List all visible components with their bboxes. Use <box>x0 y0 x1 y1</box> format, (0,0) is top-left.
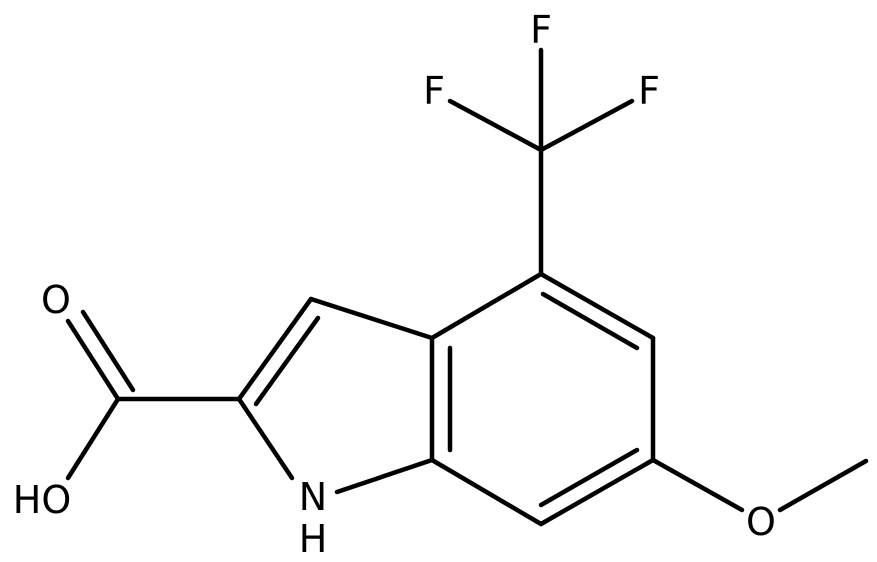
bond-c4-c5 <box>538 271 656 341</box>
atom-label-o-carbonyl: O <box>41 278 71 322</box>
bond-c-o-double-b <box>80 309 136 393</box>
bond-o-ch3 <box>777 458 869 513</box>
atom-label-f-left: F <box>423 69 445 113</box>
atom-label-nh-h: H <box>299 517 328 561</box>
bond-c3a-c3 <box>308 296 435 341</box>
bond-c2-n1 <box>236 396 295 481</box>
atom-label-f-top: F <box>530 8 552 52</box>
bond-c4-c5-inner <box>540 291 640 351</box>
bond-c3a-c4 <box>429 271 544 341</box>
atom-label-f-right: F <box>638 69 660 113</box>
bond-c6-c7 <box>538 457 656 527</box>
bond-c-f-right <box>538 98 635 153</box>
bond-c7-c7a <box>429 457 544 527</box>
atom-label-oh: HO <box>13 478 71 522</box>
bond-c-o-double-a <box>65 318 121 402</box>
atom-label-o-methoxy: O <box>746 500 776 544</box>
bond-n1-c7a <box>334 457 435 495</box>
bond-c6-c7-inner <box>538 447 640 508</box>
bond-c6-o <box>650 457 745 513</box>
bond-c-oh <box>65 396 121 481</box>
atom-label-n: N <box>299 475 327 519</box>
bond-c3-c2 <box>236 296 314 402</box>
bond-c-f-left <box>447 98 544 153</box>
bond-c3-c2-inner <box>253 315 321 407</box>
